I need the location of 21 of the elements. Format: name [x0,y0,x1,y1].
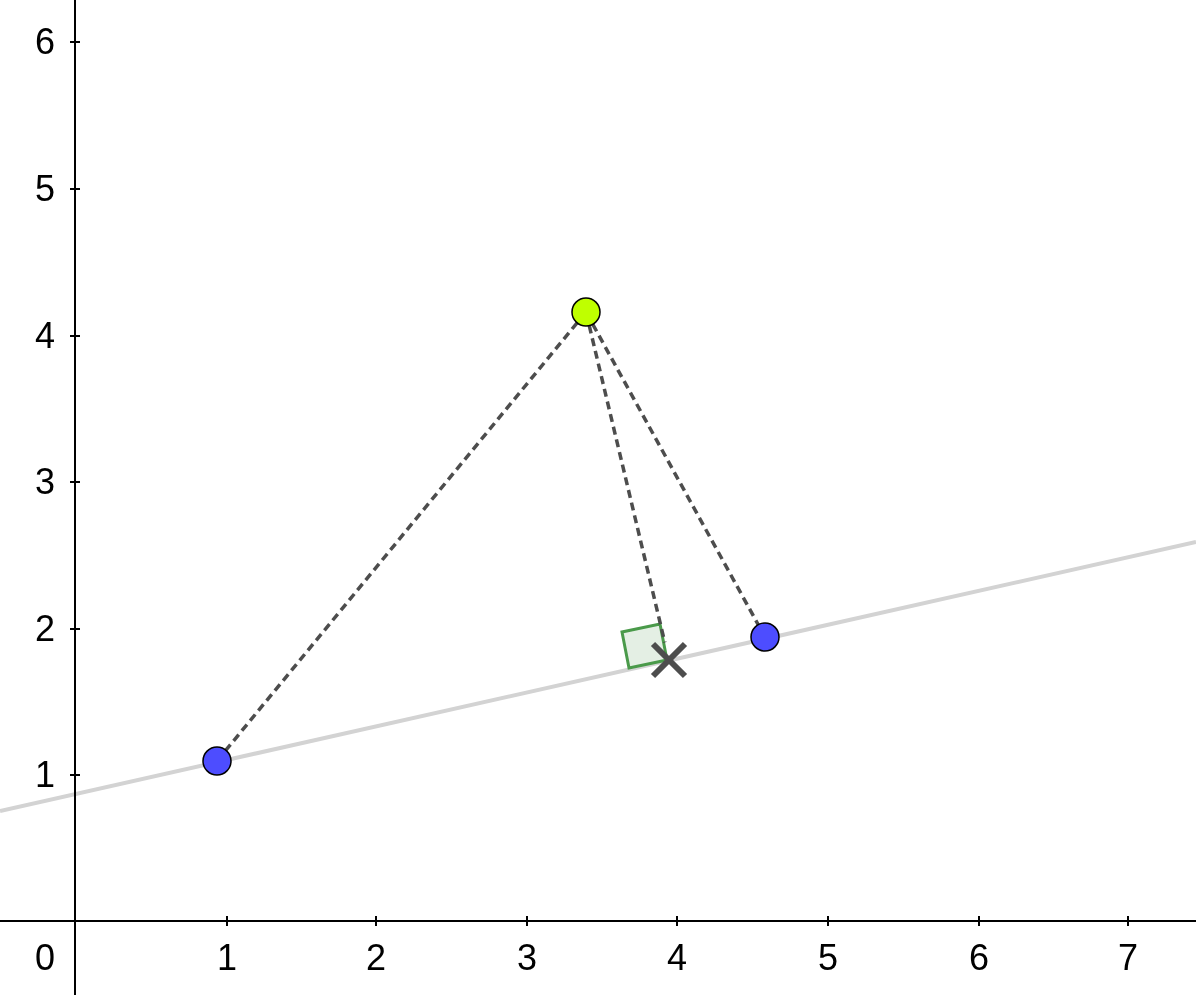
axis-tick-label: 0 [35,940,56,976]
dashed-line [224,321,579,752]
axis-tick-label: 3 [517,940,538,976]
axis-tick-label: 4 [667,940,688,976]
axis-tick-label: 4 [35,318,56,354]
axis-tick-label: 1 [217,940,238,976]
dashed-line [587,325,667,643]
axis-tick-label: 3 [35,464,56,500]
cross-marker [649,640,689,680]
axis-tick-label: 2 [35,611,56,647]
point-marker [570,296,602,328]
point-marker [201,745,233,777]
axis-tick-label: 1 [35,757,56,793]
axis-tick-label: 7 [1118,940,1139,976]
axis-tick-label: 2 [366,940,387,976]
point-marker [749,621,781,653]
axis-tick-label: 5 [35,171,56,207]
dashed-line [591,323,760,626]
axis-tick-label: 6 [35,24,56,60]
axis-tick-label: 5 [818,940,839,976]
axis-tick-label: 6 [969,940,990,976]
